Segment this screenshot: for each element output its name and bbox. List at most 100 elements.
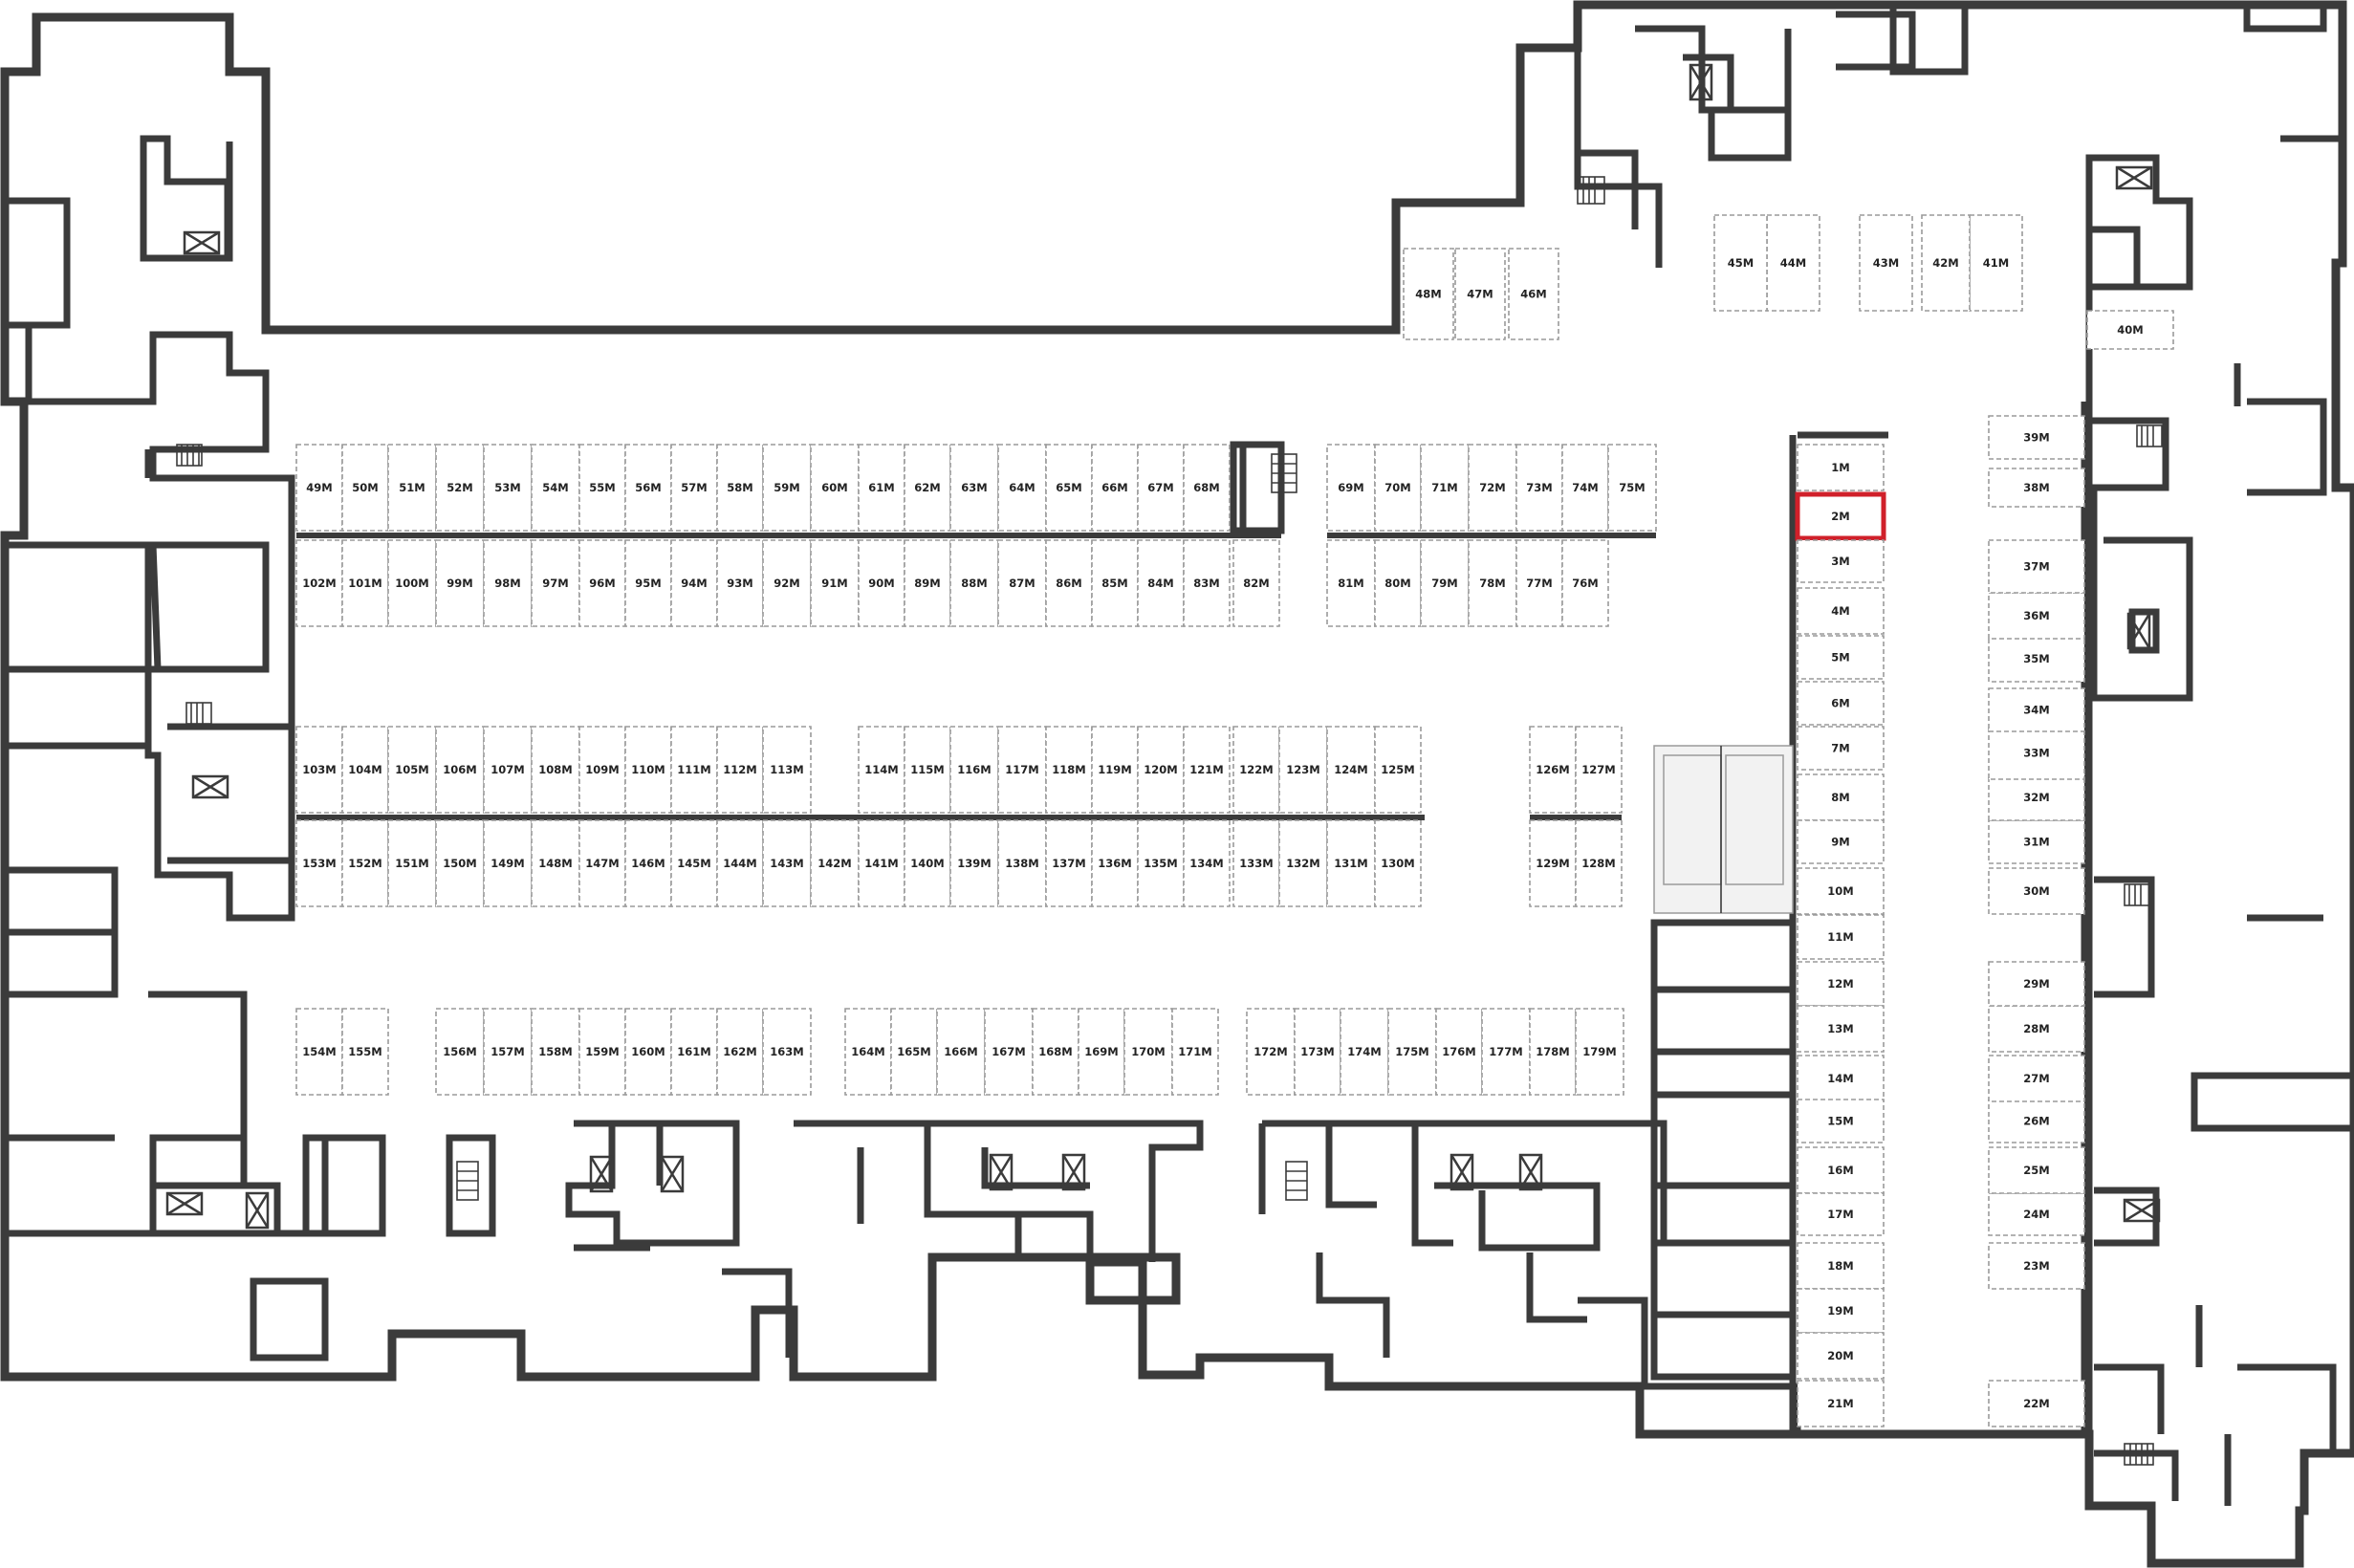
- parking-spot-outline[interactable]: [1232, 726, 1280, 814]
- parking-spot-outline[interactable]: [1091, 539, 1139, 627]
- parking-spot-50M[interactable]: 50M: [341, 444, 389, 532]
- parking-spot-outline[interactable]: [1403, 248, 1454, 340]
- parking-spot-43M[interactable]: 43M: [1859, 214, 1913, 312]
- parking-spot-outline[interactable]: [997, 726, 1047, 814]
- parking-spot-110M[interactable]: 110M: [624, 726, 672, 814]
- parking-spot-outline[interactable]: [1988, 819, 2085, 864]
- parking-spot-70M[interactable]: 70M: [1374, 444, 1422, 532]
- parking-spot-outline[interactable]: [1137, 444, 1185, 532]
- parking-spot-3M[interactable]: 3M: [1797, 539, 1885, 583]
- parking-spot-outline[interactable]: [997, 819, 1047, 907]
- parking-spot-29M[interactable]: 29M: [1988, 961, 2085, 1007]
- parking-spot-143M[interactable]: 143M: [762, 819, 812, 907]
- parking-spot-142M[interactable]: 142M: [810, 819, 860, 907]
- parking-spot-outline[interactable]: [1232, 819, 1280, 907]
- parking-spot-93M[interactable]: 93M: [716, 539, 764, 627]
- parking-spot-153M[interactable]: 153M: [295, 819, 343, 907]
- parking-spot-outline[interactable]: [435, 1008, 485, 1096]
- parking-spot-outline[interactable]: [295, 726, 343, 814]
- parking-spot-outline[interactable]: [1797, 819, 1885, 864]
- parking-spot-outline[interactable]: [483, 444, 533, 532]
- parking-spot-outline[interactable]: [1387, 1008, 1437, 1096]
- parking-spot-148M[interactable]: 148M: [531, 819, 580, 907]
- parking-spot-2M[interactable]: 2M: [1795, 491, 1886, 541]
- parking-spot-outline[interactable]: [483, 726, 533, 814]
- parking-spot-outline[interactable]: [531, 726, 580, 814]
- parking-spot-15M[interactable]: 15M: [1797, 1099, 1885, 1143]
- parking-spot-72M[interactable]: 72M: [1468, 444, 1517, 532]
- parking-spot-outline[interactable]: [341, 539, 389, 627]
- parking-spot-outline[interactable]: [716, 1008, 764, 1096]
- parking-spot-outline[interactable]: [531, 444, 580, 532]
- parking-spot-outline[interactable]: [1529, 726, 1577, 814]
- parking-spot-109M[interactable]: 109M: [578, 726, 626, 814]
- parking-spot-outline[interactable]: [1988, 1005, 2085, 1053]
- parking-spot-23M[interactable]: 23M: [1988, 1242, 2085, 1290]
- parking-spot-outline[interactable]: [483, 819, 533, 907]
- parking-spot-68M[interactable]: 68M: [1183, 444, 1231, 532]
- parking-spot-74M[interactable]: 74M: [1561, 444, 1609, 532]
- parking-spot-outline[interactable]: [531, 1008, 580, 1096]
- parking-spot-166M[interactable]: 166M: [936, 1008, 986, 1096]
- parking-spot-outline[interactable]: [1969, 214, 2023, 312]
- parking-spot-outline[interactable]: [1045, 819, 1093, 907]
- parking-spot-outline[interactable]: [1137, 819, 1185, 907]
- parking-spot-112M[interactable]: 112M: [716, 726, 764, 814]
- parking-spot-outline[interactable]: [2086, 310, 2174, 350]
- parking-spot-outline[interactable]: [997, 444, 1047, 532]
- parking-spot-38M[interactable]: 38M: [1988, 468, 2085, 508]
- parking-spot-17M[interactable]: 17M: [1797, 1192, 1885, 1236]
- parking-spot-73M[interactable]: 73M: [1515, 444, 1563, 532]
- parking-spot-outline[interactable]: [435, 726, 485, 814]
- parking-spot-outline[interactable]: [1797, 539, 1885, 583]
- parking-spot-145M[interactable]: 145M: [670, 819, 718, 907]
- parking-spot-117M[interactable]: 117M: [997, 726, 1047, 814]
- parking-spot-131M[interactable]: 131M: [1326, 819, 1376, 907]
- parking-spot-98M[interactable]: 98M: [483, 539, 533, 627]
- parking-spot-outline[interactable]: [1766, 214, 1820, 312]
- parking-spot-139M[interactable]: 139M: [949, 819, 999, 907]
- parking-spot-64M[interactable]: 64M: [997, 444, 1047, 532]
- parking-spot-outline[interactable]: [387, 539, 437, 627]
- parking-spot-129M[interactable]: 129M: [1529, 819, 1577, 907]
- parking-spot-outline[interactable]: [1797, 1192, 1885, 1236]
- parking-spot-5M[interactable]: 5M: [1797, 635, 1885, 680]
- parking-spot-outline[interactable]: [1988, 726, 2085, 780]
- parking-spot-141M[interactable]: 141M: [858, 819, 905, 907]
- parking-spot-46M[interactable]: 46M: [1508, 248, 1559, 340]
- parking-spot-84M[interactable]: 84M: [1137, 539, 1185, 627]
- parking-spot-outline[interactable]: [858, 539, 905, 627]
- parking-spot-outline[interactable]: [1420, 539, 1470, 627]
- parking-spot-outline[interactable]: [1797, 587, 1885, 635]
- parking-spot-outline[interactable]: [670, 726, 718, 814]
- parking-spot-outline[interactable]: [1183, 726, 1231, 814]
- parking-spot-outline[interactable]: [1246, 1008, 1296, 1096]
- parking-spot-159M[interactable]: 159M: [578, 1008, 626, 1096]
- parking-spot-95M[interactable]: 95M: [624, 539, 672, 627]
- parking-spot-87M[interactable]: 87M: [997, 539, 1047, 627]
- parking-spot-48M[interactable]: 48M: [1403, 248, 1454, 340]
- parking-spot-outline[interactable]: [1797, 1146, 1885, 1194]
- parking-spot-88M[interactable]: 88M: [949, 539, 999, 627]
- parking-spot-7M[interactable]: 7M: [1797, 726, 1885, 771]
- parking-spot-outline[interactable]: [1326, 444, 1376, 532]
- parking-spot-outline[interactable]: [1078, 1008, 1125, 1096]
- parking-spot-170M[interactable]: 170M: [1123, 1008, 1173, 1096]
- parking-spot-154M[interactable]: 154M: [295, 1008, 343, 1096]
- parking-spot-outline[interactable]: [1045, 539, 1093, 627]
- parking-spot-33M[interactable]: 33M: [1988, 726, 2085, 780]
- parking-spot-133M[interactable]: 133M: [1232, 819, 1280, 907]
- parking-spot-1M[interactable]: 1M: [1797, 444, 1885, 491]
- parking-spot-60M[interactable]: 60M: [810, 444, 860, 532]
- parking-spot-24M[interactable]: 24M: [1988, 1192, 2085, 1236]
- parking-spot-outline[interactable]: [762, 1008, 812, 1096]
- parking-spot-134M[interactable]: 134M: [1183, 819, 1231, 907]
- parking-spot-outline[interactable]: [670, 539, 718, 627]
- parking-spot-97M[interactable]: 97M: [531, 539, 580, 627]
- parking-spot-outline[interactable]: [1797, 961, 1885, 1007]
- parking-spot-155M[interactable]: 155M: [341, 1008, 389, 1096]
- parking-spot-75M[interactable]: 75M: [1607, 444, 1657, 532]
- parking-spot-outline[interactable]: [904, 819, 951, 907]
- parking-spot-167M[interactable]: 167M: [984, 1008, 1034, 1096]
- parking-spot-118M[interactable]: 118M: [1045, 726, 1093, 814]
